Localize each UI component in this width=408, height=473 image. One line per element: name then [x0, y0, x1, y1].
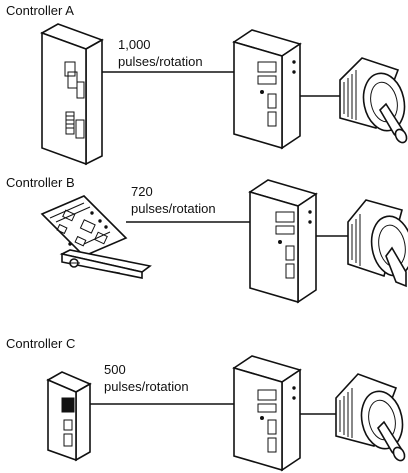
- controller-b-pulses: 720: [131, 184, 153, 199]
- driver-b: [248, 179, 318, 304]
- motor-a: [339, 57, 408, 144]
- controller-a-pulses: 1,000: [118, 37, 151, 52]
- row-controller-c: Controller C 500 pulses/rotation: [6, 336, 406, 472]
- controller-c-unit: pulses/rotation: [104, 379, 189, 394]
- driver-a: [232, 29, 302, 150]
- controller-a-label: Controller A: [6, 3, 74, 18]
- motor-b: [347, 199, 408, 288]
- controller-b-label: Controller B: [6, 175, 75, 190]
- controller-c-device: [46, 371, 92, 462]
- row-controller-b: Controller B 720 pulses/rotation: [6, 175, 408, 304]
- motor-c: [335, 373, 406, 462]
- controller-b-unit: pulses/rotation: [131, 201, 216, 216]
- controller-a-unit: pulses/rotation: [118, 54, 203, 69]
- driver-c: [232, 355, 302, 472]
- controller-b-card: [40, 195, 152, 279]
- controller-c-label: Controller C: [6, 336, 75, 351]
- controller-a-device: [40, 23, 104, 166]
- controller-c-pulses: 500: [104, 362, 126, 377]
- row-controller-a: Controller A 1,000 pulses/rotation: [6, 3, 408, 166]
